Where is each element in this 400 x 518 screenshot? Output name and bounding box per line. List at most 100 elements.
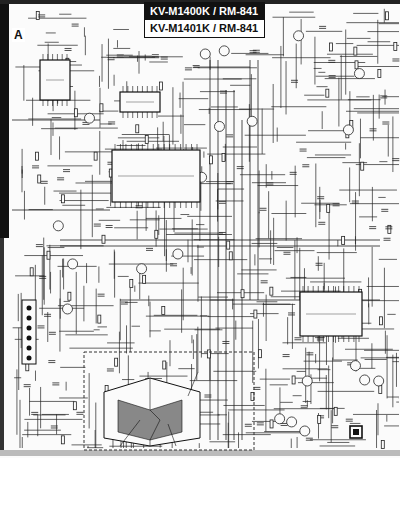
- capacitor-symbol: [257, 424, 264, 425]
- wire: [258, 319, 259, 368]
- transistor-symbol: [53, 221, 63, 231]
- terminal-block: [22, 300, 36, 364]
- wire: [198, 67, 257, 68]
- wire: [64, 301, 70, 302]
- capacitor-symbol: [152, 54, 159, 55]
- wire: [303, 401, 311, 402]
- capacitor-symbol: [291, 80, 298, 81]
- wire: [29, 388, 30, 416]
- wire: [172, 228, 198, 229]
- wire: [379, 95, 380, 119]
- wire: [359, 216, 377, 217]
- capacitor-symbol: [333, 203, 340, 204]
- wire: [98, 326, 107, 327]
- capacitor-symbol: [49, 334, 56, 335]
- wire: [122, 134, 170, 135]
- wire: [158, 116, 184, 117]
- wire: [59, 331, 94, 332]
- capacitor-symbol: [226, 134, 233, 135]
- wire: [40, 387, 41, 428]
- wire: [273, 218, 274, 265]
- wire: [201, 297, 202, 358]
- wire: [84, 27, 85, 36]
- wire: [218, 189, 244, 190]
- wire: [266, 295, 267, 341]
- capacitor-symbol: [392, 60, 399, 61]
- wire: [59, 193, 111, 194]
- ic-chip: [112, 144, 200, 208]
- capacitor-symbol: [121, 304, 128, 305]
- capacitor-symbol: [108, 121, 115, 122]
- wire: [201, 353, 228, 354]
- wire: [350, 423, 361, 424]
- wire: [353, 13, 378, 14]
- wire: [289, 12, 313, 13]
- capacitor-symbol: [63, 171, 70, 172]
- capacitor-symbol: [384, 238, 391, 239]
- resistor-symbol: [270, 287, 273, 295]
- wire: [65, 334, 107, 335]
- resistor-symbol: [145, 135, 148, 143]
- wire: [338, 78, 339, 127]
- wire: [273, 17, 316, 18]
- capacitor-symbol: [288, 314, 295, 315]
- resistor-symbol: [115, 358, 118, 366]
- capacitor-symbol: [170, 265, 177, 266]
- wire: [260, 379, 290, 380]
- wire: [280, 402, 293, 403]
- capacitor-symbol: [283, 252, 290, 253]
- wire: [55, 128, 118, 129]
- wire: [279, 387, 280, 415]
- wire: [95, 403, 96, 448]
- capacitor-symbol: [193, 65, 200, 66]
- capacitor-symbol: [51, 427, 58, 428]
- wire: [181, 289, 182, 332]
- wire: [207, 154, 265, 155]
- capacitor-symbol: [333, 205, 340, 206]
- crt-tube: [104, 372, 200, 446]
- capacitor-symbol: [24, 384, 31, 385]
- wire: [126, 325, 127, 353]
- resistor-symbol: [136, 125, 139, 133]
- wire: [24, 419, 82, 420]
- wire: [293, 395, 302, 396]
- wire: [76, 272, 77, 334]
- bus-wire: [210, 60, 211, 440]
- transistor-symbol: [219, 46, 229, 56]
- capacitor-symbol: [381, 211, 388, 212]
- resistor-symbol: [292, 376, 295, 384]
- capacitor-symbol: [170, 263, 177, 264]
- wire: [333, 333, 334, 359]
- wire: [327, 54, 373, 55]
- wire: [235, 321, 236, 340]
- wire: [62, 205, 85, 206]
- wire: [213, 371, 256, 372]
- resistor-symbol: [207, 350, 210, 358]
- capacitor-symbol: [283, 354, 290, 355]
- capacitor-symbol: [57, 177, 64, 178]
- wire: [231, 53, 268, 54]
- resistor-symbol: [73, 402, 76, 410]
- capacitor-symbol: [291, 82, 298, 83]
- wire: [259, 258, 272, 259]
- resistor-symbol: [102, 235, 105, 243]
- wire: [187, 240, 188, 263]
- ic-chip: [300, 286, 362, 342]
- resistor-symbol: [378, 69, 381, 77]
- capacitor-symbol: [185, 69, 192, 70]
- wire: [139, 51, 140, 74]
- wire: [156, 148, 207, 149]
- components: [24, 11, 400, 448]
- wire: [392, 116, 393, 172]
- wire: [367, 286, 399, 287]
- wire: [106, 55, 132, 56]
- wire: [192, 219, 193, 275]
- wire: [297, 371, 306, 372]
- wire: [388, 125, 389, 157]
- capacitor-symbol: [152, 56, 159, 57]
- resistor-symbol: [229, 252, 232, 260]
- capacitor-symbol: [288, 312, 295, 313]
- wire: [332, 357, 333, 423]
- capacitor-symbol: [352, 201, 359, 202]
- capacitor-symbol: [219, 234, 226, 235]
